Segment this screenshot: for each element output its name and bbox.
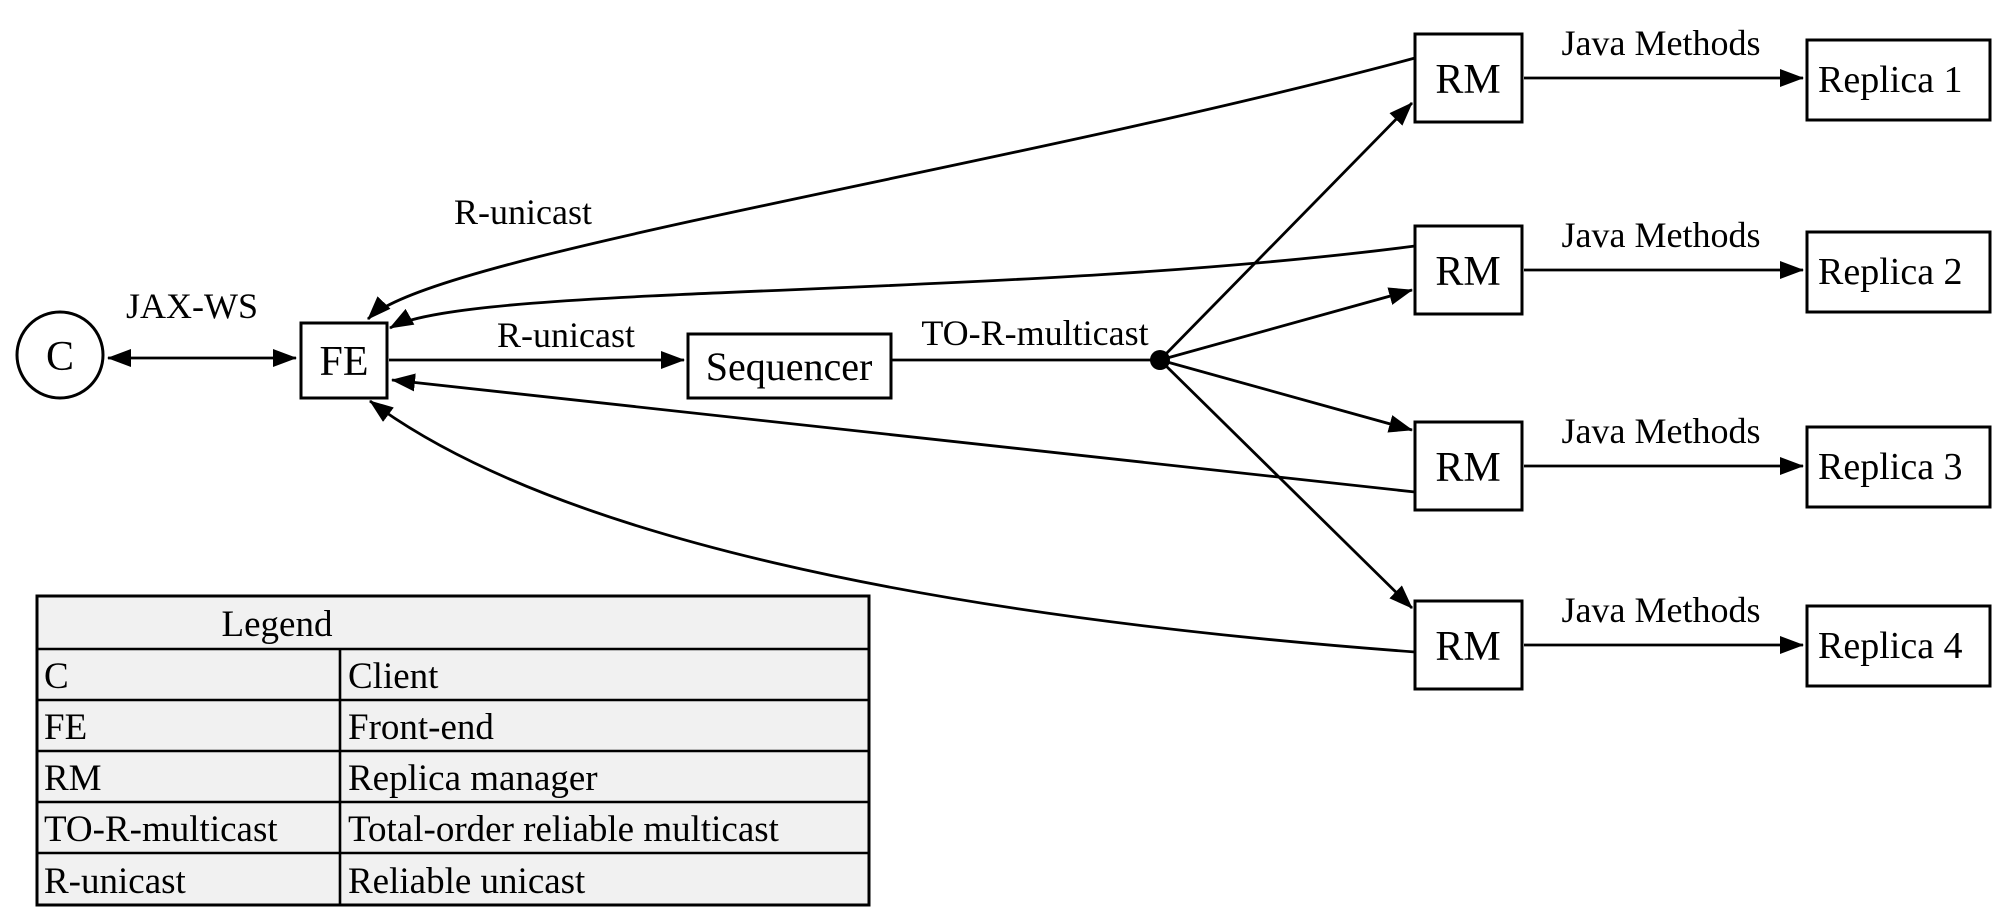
replica3-node xyxy=(1805,425,1992,509)
return-edge-rm2-fe xyxy=(389,244,1416,330)
legend-term: TO-R-multicast xyxy=(44,809,278,850)
replica1-node xyxy=(1805,38,1992,122)
java-methods-label-4: Java Methods xyxy=(1562,590,1761,630)
legend-term: R-unicast xyxy=(44,861,187,902)
java-methods-label-3: Java Methods xyxy=(1562,411,1761,451)
rm2-node xyxy=(1413,224,1524,316)
multicast-edge-rm1 xyxy=(1159,102,1413,361)
rm2-label: RM xyxy=(1435,249,1500,295)
frontend-node xyxy=(299,321,389,400)
legend-definition: Client xyxy=(348,656,439,697)
rm4-node xyxy=(1413,599,1524,691)
replica4-label: Replica 4 xyxy=(1818,625,1963,667)
java-methods-label-1: Java Methods xyxy=(1562,23,1761,63)
legend-row: R-unicast Reliable unicast xyxy=(44,861,586,902)
replica4-node xyxy=(1805,604,1992,688)
legend-definition: Total-order reliable multicast xyxy=(348,809,780,850)
r-unicast-mid-label: R-unicast xyxy=(497,315,635,355)
legend-definition: Front-end xyxy=(348,707,494,748)
legend-term: C xyxy=(44,656,69,697)
rm3-label: RM xyxy=(1435,445,1500,491)
to-r-multicast-label: TO-R-multicast xyxy=(921,313,1148,353)
sequencer-label: Sequencer xyxy=(706,344,873,389)
client-node xyxy=(15,310,105,400)
rm4-label: RM xyxy=(1435,624,1500,670)
return-edge-rm1-fe xyxy=(366,56,1416,320)
multicast-edge-rm3 xyxy=(1159,358,1413,433)
sequencer-node xyxy=(686,332,893,400)
legend-title: Legend xyxy=(222,604,333,645)
legend-row: RM Replica manager xyxy=(44,758,598,799)
legend-table: Legend C Client FE Front-end RM Replica … xyxy=(35,594,871,907)
legend-row: FE Front-end xyxy=(44,707,494,748)
r-unicast-top-label: R-unicast xyxy=(454,192,592,232)
legend-row: TO-R-multicast Total-order reliable mult… xyxy=(44,809,780,850)
replica1-label: Replica 1 xyxy=(1818,59,1963,101)
return-edge-rm3-fe xyxy=(391,373,1416,494)
replica2-node xyxy=(1805,230,1992,314)
replica3-label: Replica 3 xyxy=(1818,446,1963,488)
replica2-label: Replica 2 xyxy=(1818,251,1963,293)
legend-definition: Reliable unicast xyxy=(348,861,586,902)
rm1-label: RM xyxy=(1435,57,1500,103)
multicast-edge-rm2 xyxy=(1159,287,1413,362)
java-methods-label-2: Java Methods xyxy=(1562,215,1761,255)
return-edge-rm4-fe xyxy=(369,399,1416,654)
jaxws-label: JAX-WS xyxy=(126,286,258,326)
legend-definition: Replica manager xyxy=(348,758,598,799)
multicast-edge-rm4 xyxy=(1159,359,1413,609)
frontend-label: FE xyxy=(319,339,368,385)
client-label: C xyxy=(46,334,74,380)
rm1-node xyxy=(1413,32,1524,124)
rm3-node xyxy=(1413,420,1524,512)
legend-term: RM xyxy=(44,758,102,799)
legend-row: C Client xyxy=(44,656,439,697)
legend-term: FE xyxy=(44,707,87,748)
